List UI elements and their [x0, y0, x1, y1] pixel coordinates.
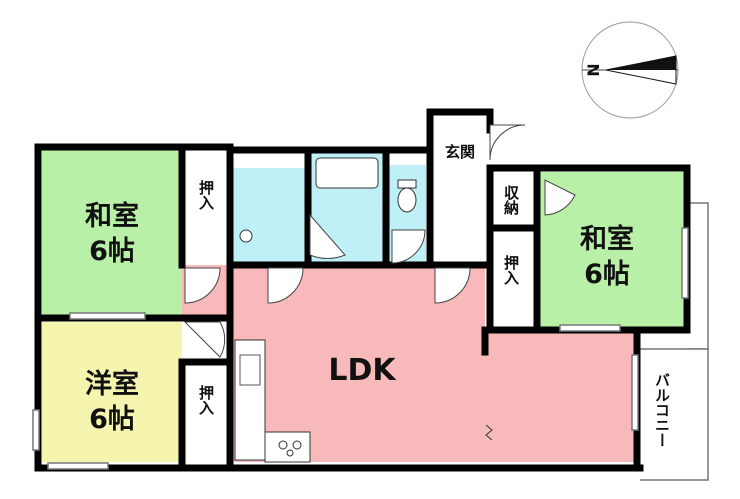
- washroom: [232, 168, 307, 263]
- label-oshiire-1: 押入: [197, 179, 215, 210]
- label-washitsu-right-size: 6帖: [584, 259, 630, 290]
- label-washitsu-left-name: 和室: [85, 200, 139, 232]
- room-ldk: [182, 265, 637, 462]
- closet-3: [491, 230, 535, 320]
- doors: [183, 124, 576, 358]
- balcony: [640, 202, 709, 481]
- label-youshitsu-size: 6帖: [89, 404, 135, 435]
- sink: [239, 354, 261, 386]
- label-genkan: 玄関: [445, 143, 475, 161]
- label-oshiire-2: 押入: [197, 384, 215, 415]
- closet-2: [186, 370, 226, 460]
- room-youshitsu: [42, 322, 182, 462]
- label-washitsu-right-name: 和室: [580, 223, 634, 255]
- label-shuno: 収納: [502, 184, 520, 216]
- label-washitsu-left-size: 6帖: [89, 236, 135, 267]
- label-youshitsu-name: 洋室: [85, 368, 139, 400]
- storage: [491, 172, 535, 227]
- compass: N: [581, 21, 679, 119]
- bathtub: [315, 157, 379, 189]
- washbasin: [239, 229, 253, 243]
- toilet-bowl: [397, 187, 417, 213]
- windows: [32, 227, 689, 470]
- closet-1: [186, 155, 226, 265]
- label-balcony: バルコニー: [653, 373, 671, 448]
- room-washitsu-left: [42, 150, 182, 316]
- stove: [264, 431, 311, 463]
- label-oshiire-3: 押入: [502, 254, 520, 285]
- compass-north-letter: N: [584, 63, 603, 76]
- label-ldk: LDK: [328, 353, 397, 388]
